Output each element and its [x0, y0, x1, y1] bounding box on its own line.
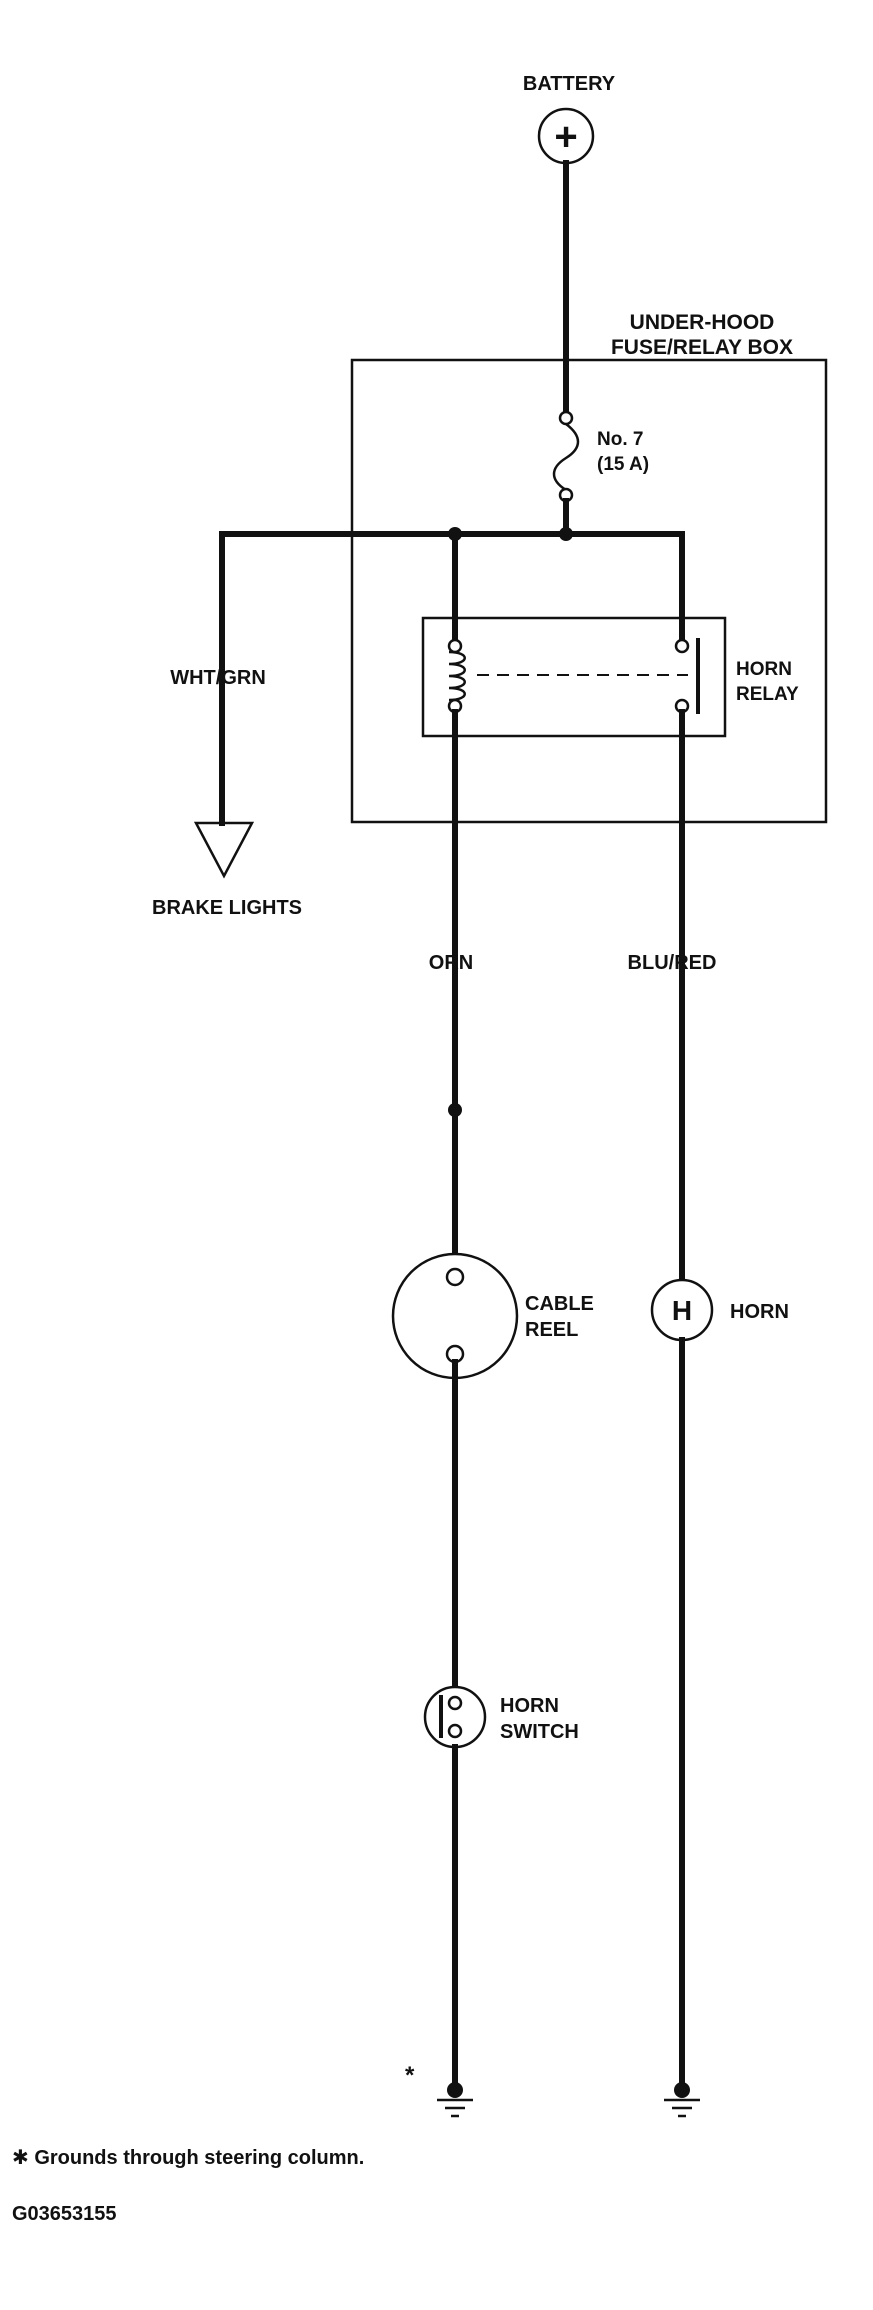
- wire-label-blu-red: BLU/RED: [628, 952, 717, 974]
- battery-label: BATTERY: [523, 73, 616, 95]
- fuse-icon: [552, 423, 580, 492]
- horn-label: HORN: [730, 1301, 789, 1323]
- cable-reel-terminal-top: [445, 1267, 465, 1287]
- figure-id: G03653155: [12, 2203, 117, 2225]
- fuse-box-label-line2: FUSE/RELAY BOX: [611, 336, 793, 359]
- relay-coil-terminal-top: [447, 638, 463, 654]
- brake-lights-label: BRAKE LIGHTS: [152, 897, 302, 919]
- splice-dot-orn: [448, 1103, 462, 1117]
- horn-switch-terminal-bottom: [447, 1723, 463, 1739]
- horn-switch-label-line1: HORN: [500, 1695, 559, 1717]
- horn-relay-label-line1: HORN: [736, 659, 792, 680]
- fuse-name: No. 7: [597, 429, 643, 450]
- relay-contact-terminal-top: [674, 638, 690, 654]
- fuse-box-label-line1: UNDER-HOOD: [630, 311, 775, 334]
- horn-relay-label-line2: RELAY: [736, 684, 799, 705]
- wire-label-orn: ORN: [429, 952, 473, 974]
- wire-label-wht-grn: WHT/GRN: [170, 667, 266, 689]
- horn-h-icon: H: [672, 1295, 692, 1326]
- ground-point-switch: [447, 2082, 463, 2098]
- ground-asterisk: *: [405, 2062, 415, 2089]
- horn-switch-terminal-top: [447, 1695, 463, 1711]
- fuse-relay-box: [350, 358, 828, 824]
- horn-switch-label-line2: SWITCH: [500, 1721, 579, 1743]
- relay-coil-icon: [448, 650, 466, 702]
- horn-relay: [421, 616, 727, 738]
- cable-reel-label-line1: CABLE: [525, 1293, 594, 1315]
- splice-dot-fuse: [559, 527, 573, 541]
- footnote: ✱ Grounds through steering column.: [12, 2147, 364, 2169]
- battery-plus-icon: +: [554, 115, 577, 159]
- ground-point-horn: [674, 2082, 690, 2098]
- fuse-terminal-top: [558, 410, 574, 426]
- brake-lights-arrow-icon: [193, 821, 255, 879]
- cable-reel-label-line2: REEL: [525, 1319, 578, 1341]
- fuse-rating: (15 A): [597, 454, 649, 475]
